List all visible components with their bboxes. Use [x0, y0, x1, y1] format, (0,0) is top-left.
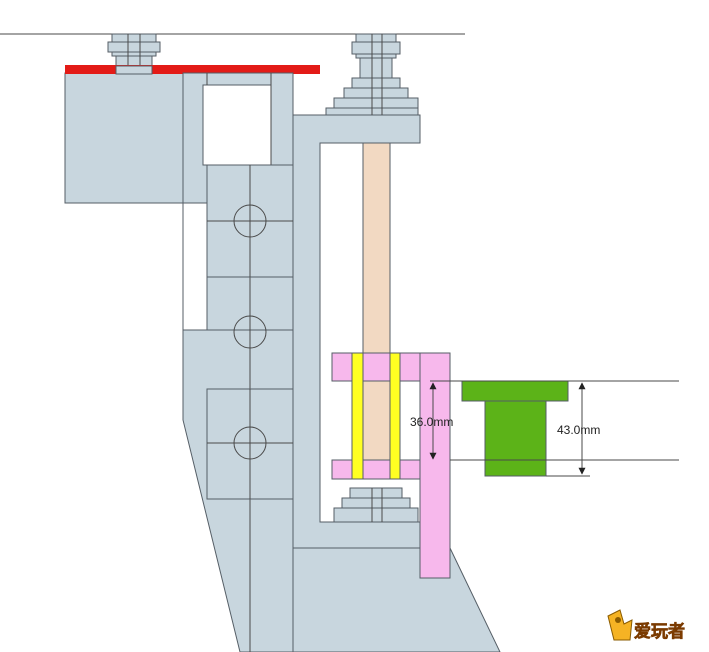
lower-bolt-stack [333, 487, 419, 523]
frame-window [202, 84, 272, 166]
left-bolt-shank [115, 65, 153, 75]
bolt-hole-icon [233, 426, 267, 460]
red-clamp-bar [65, 65, 320, 74]
bolt-hole-icon [233, 315, 267, 349]
yellow-sleeve [351, 352, 401, 480]
left-clamp-body [64, 72, 204, 204]
green-block [461, 380, 569, 477]
logo-icon [607, 609, 633, 641]
outer-dimension-label: 43.0mm [557, 423, 600, 437]
upper-mount-block [206, 164, 294, 278]
bolt-hole-icon [233, 204, 267, 238]
guide-rod [362, 142, 391, 479]
lower-mount-block [206, 388, 294, 500]
right-top-bolt [325, 33, 419, 116]
inner-dimension-label: 36.0mm [410, 415, 453, 429]
watermark-text: 爱玩者 [634, 621, 685, 642]
watermark: 爱玩者 [607, 609, 685, 642]
